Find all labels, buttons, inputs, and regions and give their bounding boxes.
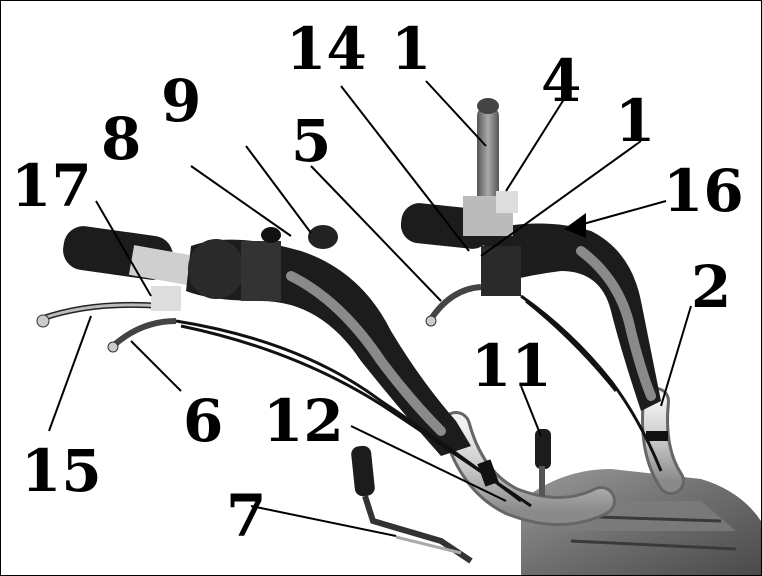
- callout-4: 4: [541, 47, 581, 115]
- throttle-knob: [261, 225, 338, 249]
- callout-labels: 1 14 4 1 5 9 8 17 16 2 11 6 12 15 7: [11, 15, 744, 550]
- callout-16: 16: [663, 157, 744, 225]
- lever-7: [351, 445, 473, 564]
- callout-6: 6: [183, 387, 223, 455]
- left-levers: [36, 286, 181, 353]
- callout-2: 2: [691, 253, 731, 321]
- control-cables: [175, 294, 663, 508]
- callout-12: 12: [263, 387, 344, 455]
- callout-5: 5: [291, 107, 331, 175]
- callout-11: 11: [471, 332, 552, 400]
- leader-lines: [48, 80, 692, 537]
- gear-lever: [463, 98, 518, 236]
- callout-14: 14: [286, 15, 367, 83]
- callout-15: 15: [21, 437, 102, 505]
- callout-7: 7: [226, 482, 266, 550]
- right-lever: [425, 284, 482, 327]
- left-grip-assembly: [63, 226, 471, 456]
- lever-11: [535, 429, 551, 496]
- callout-3: 1: [391, 15, 431, 83]
- callout-8: 8: [101, 105, 141, 173]
- callout-9: 9: [161, 67, 201, 135]
- callout-1: 1: [615, 87, 655, 155]
- callout-17: 17: [11, 152, 92, 220]
